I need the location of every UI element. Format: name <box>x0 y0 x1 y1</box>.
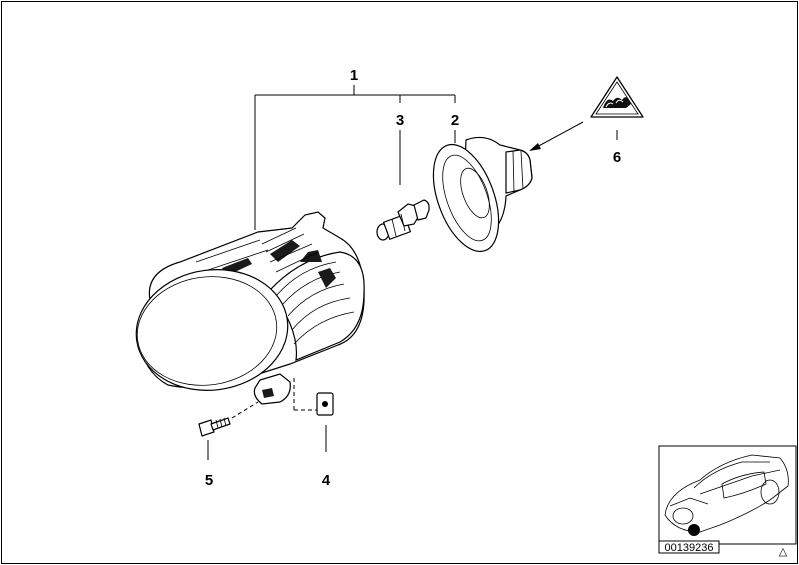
bulb-socket-housing <box>432 136 533 253</box>
clip-nut <box>316 392 334 416</box>
vehicle-location-inset <box>658 445 797 554</box>
inset-reference-number: 00139236 <box>665 542 714 554</box>
callout-6: 6 <box>613 149 621 166</box>
callout-3: 3 <box>396 112 404 129</box>
fog-light-position-marker <box>688 524 700 536</box>
callout-5: 5 <box>205 472 213 489</box>
insert-arrow <box>529 121 584 151</box>
fog-light-bulb <box>376 199 430 241</box>
fog-light-housing <box>135 211 365 411</box>
mounting-screw <box>198 401 259 437</box>
corner-triangle-mark: △ <box>779 546 788 558</box>
fog-light-lens <box>135 269 289 391</box>
callout-2: 2 <box>451 112 459 129</box>
assembly-bracket <box>254 85 456 230</box>
callout-4: 4 <box>322 472 331 489</box>
callout-1: 1 <box>350 67 358 84</box>
warning-label-icon <box>590 76 644 118</box>
